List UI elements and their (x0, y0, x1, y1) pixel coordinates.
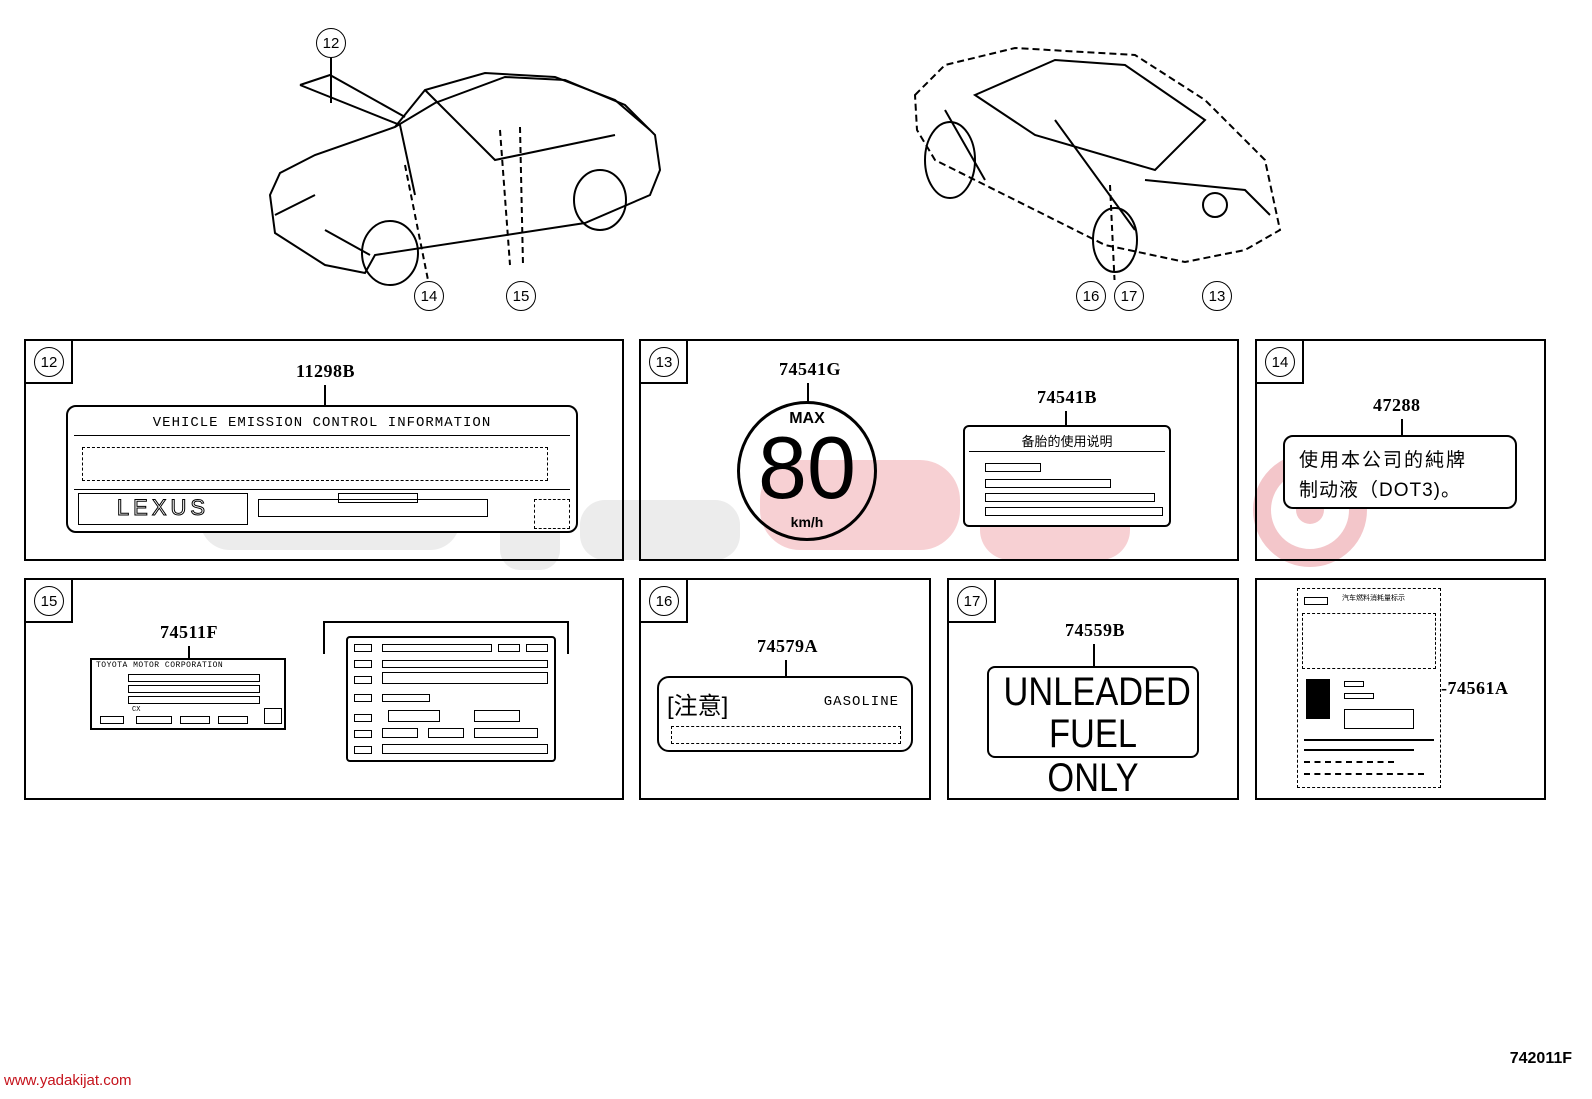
panel-17: 17 74559B UNLEADED FUEL ONLY (947, 578, 1239, 800)
panel-14: 14 47288 使用本公司的純牌 制动液（DOT3)。 (1255, 339, 1546, 561)
spare-tire-label: 备胎的使用说明 (963, 425, 1171, 527)
part-number-47288: 47288 (1373, 395, 1421, 415)
callout-12: 12 (316, 28, 346, 58)
speed-limit-sticker: MAX 80 km/h (737, 401, 877, 541)
speed-value: 80 (758, 418, 856, 517)
part-number-74541g: 74541G (779, 359, 842, 379)
panel-15-badge: 15 (34, 586, 64, 616)
panel-13: 13 74541G MAX 80 km/h 74541B 备胎的使用说明 (639, 339, 1239, 561)
car-rear-view-drawing (913, 46, 1282, 280)
gasoline-caution-label: [注意] GASOLINE (657, 676, 913, 752)
callout-15: 15 (506, 281, 536, 311)
panel-14-badge: 14 (1265, 347, 1295, 377)
fuel-consumption-label: 汽车燃料消耗量标示 (1297, 588, 1441, 788)
callout-17: 17 (1114, 281, 1144, 311)
unleaded-fuel-label: UNLEADED FUEL ONLY (987, 666, 1199, 800)
panel-16: 16 74579A [注意] GASOLINE (639, 578, 931, 800)
vin-plate-label: TOYOTA MOTOR CORPORATION CX (90, 658, 286, 730)
brake-fluid-label: 使用本公司的純牌 制动液（DOT3)。 (1283, 435, 1517, 509)
part-number-74579a: 74579A (757, 636, 818, 656)
part-number-74511f: 74511F (160, 622, 219, 642)
callout-13: 13 (1202, 281, 1232, 311)
callout-14: 14 (414, 281, 444, 311)
diagram-code: 742011F (1509, 1050, 1572, 1067)
panel-fuel-consumption: 汽车燃料消耗量标示 -74561A (1255, 578, 1546, 800)
part-number-11298b: 11298B (296, 361, 356, 381)
callout-16: 16 (1076, 281, 1106, 311)
panel-17-badge: 17 (957, 586, 987, 616)
part-number-74561a: -74561A (1441, 678, 1509, 698)
panel-16-badge: 16 (649, 586, 679, 616)
panel-15: 15 74511F TOYOTA MOTOR CORPORATION CX (24, 578, 624, 800)
spec-plate-label (346, 636, 556, 762)
panel-12: 12 11298B VEHICLE EMISSION CONTROL INFOR… (24, 339, 624, 561)
emission-label-header: VEHICLE EMISSION CONTROL INFORMATION (152, 415, 492, 431)
car-front-view-drawing (268, 71, 662, 291)
emission-label: VEHICLE EMISSION CONTROL INFORMATION LEX… (66, 405, 578, 533)
lexus-logo: LEXUS (78, 493, 248, 525)
part-number-74541b: 74541B (1037, 387, 1098, 407)
panel-12-badge: 12 (34, 347, 64, 377)
part-number-74559b: 74559B (1065, 620, 1126, 640)
footer-url[interactable]: www.yadakijat.com (4, 1072, 132, 1089)
panel-13-badge: 13 (649, 347, 679, 377)
